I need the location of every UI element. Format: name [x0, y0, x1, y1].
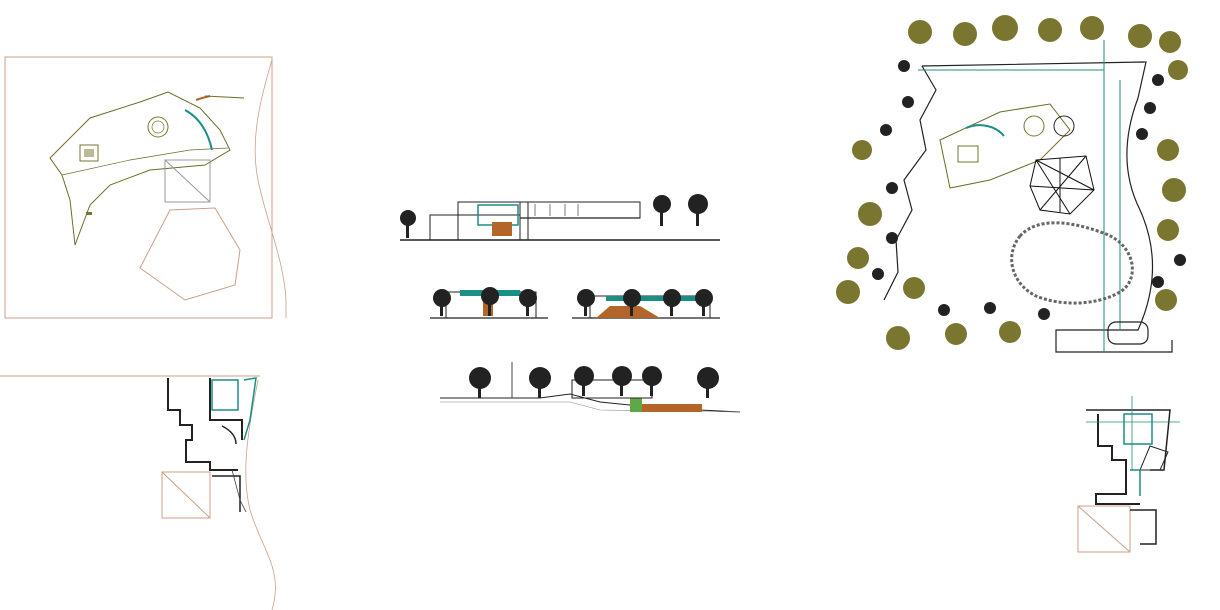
elevation-short-a — [430, 287, 548, 319]
floor-plan-bottom-left — [0, 375, 276, 610]
floor-plan-bottom-right — [1077, 396, 1180, 553]
site-section — [440, 362, 741, 413]
site-plan-left — [4, 56, 287, 319]
landscape-plan — [836, 15, 1188, 353]
elevation-long — [400, 194, 720, 241]
elevation-short-b — [572, 289, 720, 319]
